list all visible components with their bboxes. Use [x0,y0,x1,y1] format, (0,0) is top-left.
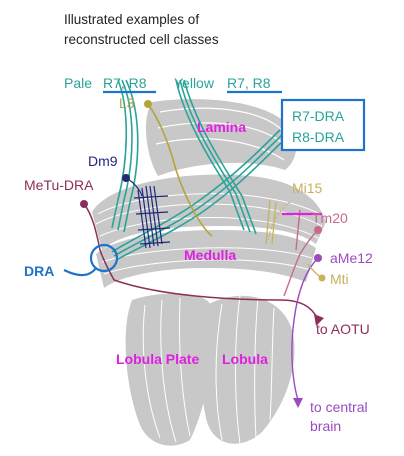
dm9-soma [122,174,130,182]
lamina-striations [155,107,287,161]
dra-pointer-line [63,267,97,277]
dm9-label: Dm9 [88,153,118,169]
lobula-label: Lobula [222,351,268,367]
tm20-soma [314,226,322,234]
lamina-label: Lamina [197,119,246,135]
l3-neuron [147,103,213,237]
l3-label: L3 [119,95,135,111]
medulla-inner-neuropil [96,230,316,288]
mi15-label: Mi15 [292,180,323,196]
r7-r8-dra-box [280,98,366,152]
to-central-brain-label-line-1: to central [310,399,368,415]
metu-dra-neuron [83,203,319,321]
r8-dra-label: R8-DRA [292,129,345,145]
ame12-neuron [291,257,319,401]
title-line-2: reconstructed cell classes [64,32,219,47]
metu-dra-label: MeTu-DRA [24,177,94,193]
ame12-label: aMe12 [330,250,373,266]
ame12-soma [314,254,322,262]
yellow-r7-r8-label: R7, R8 [227,75,271,91]
tm20-label: Tm20 [312,210,348,226]
pale-r7-r8-label: R7, R8 [103,75,147,91]
pale-label: Pale [64,75,92,91]
yellow-label: Yellow [174,75,215,91]
lobula-plate-label: Lobula Plate [116,351,199,367]
to-aotu-arrowhead [314,314,324,326]
title-line-1: Illustrated examples of [64,12,199,27]
l3-soma [144,100,152,108]
r7-dra-label: R7-DRA [292,108,345,124]
to-aotu-label: to AOTU [316,321,370,337]
lobula-striations [142,295,275,445]
mi15-neuron-arbor [265,199,277,245]
medulla-label: Medulla [184,247,236,263]
dra-region-circle [89,243,119,273]
lobula-plate-neuropil [125,293,214,446]
dra-label: DRA [24,263,54,279]
mti-label: Mti [330,271,349,287]
tm20-neuron [283,209,319,297]
lobula-neuropil [198,295,295,444]
metu-dra-soma [80,200,88,208]
mi15-neuron [267,201,291,241]
mti-soma [318,274,326,282]
to-central-brain-label-line-2: brain [310,418,341,434]
to-central-brain-arrowhead [293,398,303,408]
